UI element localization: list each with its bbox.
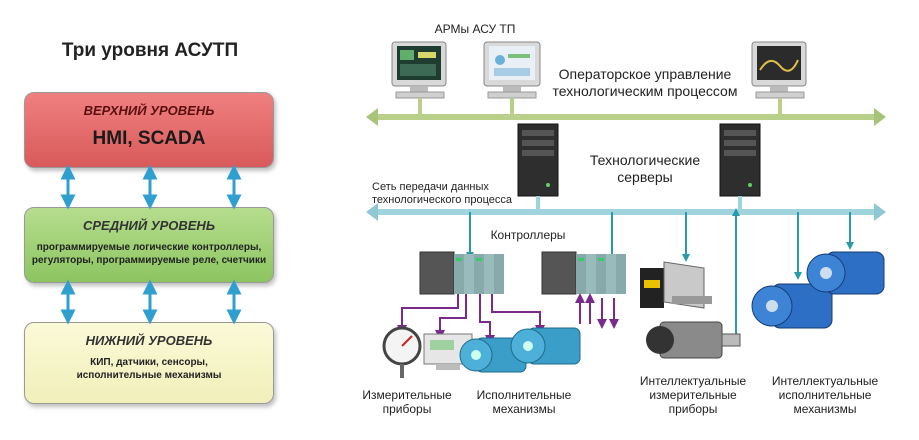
- servers-label: Технологические серверы: [570, 152, 720, 186]
- smart-motor-icon-2: [806, 251, 885, 295]
- operator-label: Операторское управление технологическим …: [545, 66, 745, 100]
- exec-label: Исполнительные механизмы: [474, 388, 574, 416]
- monitor-icon-3: [751, 41, 807, 99]
- network-label-line1: Сеть передачи данных: [372, 181, 489, 193]
- middle-level-name: СРЕДНИЙ УРОВЕНЬ: [82, 218, 216, 233]
- exec-label-line1: Исполнительные: [476, 388, 572, 402]
- operator-bus: [366, 108, 886, 126]
- operator-label-line2: технологическим процессом: [552, 83, 738, 99]
- meas-label: Измерительные приборы: [362, 388, 452, 416]
- smart-exec-label-line2: исполнительные: [778, 388, 872, 402]
- smart-press-icon: [640, 261, 712, 309]
- gauge-icon: [382, 326, 422, 378]
- smart-meas-label-line2: измерительные: [649, 388, 737, 402]
- controller-icon-1: [419, 251, 504, 295]
- network-label: Сеть передачи данных технологического пр…: [372, 181, 542, 207]
- motor-icon-2: [510, 327, 581, 365]
- meas-label-line1: Измерительные: [362, 388, 452, 402]
- smart-exec-label-line1: Интеллектуальные: [771, 374, 879, 388]
- network-label-line2: технологического процесса: [372, 194, 513, 206]
- upper-level-main: HMI, SCADA: [92, 128, 206, 149]
- smart-gauge-icon: [646, 321, 741, 359]
- smart-meas-label-line3: приборы: [668, 402, 718, 416]
- lower-level-name: НИЖНИЙ УРОВЕНЬ: [85, 333, 213, 348]
- network-bus: [366, 203, 886, 221]
- operator-label-line1: Операторское управление: [558, 66, 732, 82]
- diagram-title: Три уровня АСУТП: [61, 40, 239, 61]
- meas-label-line2: приборы: [382, 402, 432, 416]
- servers-label-line1: Технологические: [589, 152, 701, 168]
- lower-level-desc: КИП, датчики, сенсоры, исполнительные ме…: [25, 356, 273, 382]
- exec-label-line2: механизмы: [492, 402, 556, 416]
- server-icon-1: [517, 123, 559, 197]
- smart-motor-icon-1: [751, 283, 833, 329]
- monitor-icon-1: [391, 41, 447, 99]
- level-arrows: [60, 164, 242, 325]
- middle-level-desc-line2: регуляторы, программируемые реле, счетчи…: [31, 255, 267, 266]
- lower-level-box: НИЖНИЙ УРОВЕНЬ КИП, датчики, сенсоры, ис…: [24, 322, 274, 404]
- lower-level-desc-line1: КИП, датчики, сенсоры,: [90, 357, 208, 368]
- controllers-label: Контроллеры: [490, 228, 566, 242]
- middle-level-desc: программируемые логические контроллеры, …: [25, 241, 273, 267]
- smart-meas-label: Интеллектуальные измерительные приборы: [638, 374, 748, 416]
- middle-level-desc-line1: программируемые логические контроллеры,: [36, 242, 262, 253]
- servers-label-line2: серверы: [617, 169, 673, 185]
- arm-label: АРМы АСУ ТП: [434, 22, 516, 36]
- controller-icon-2: [541, 251, 626, 295]
- smart-meas-label-line1: Интеллектуальные: [639, 374, 747, 388]
- smart-exec-label-line3: механизмы: [793, 402, 857, 416]
- monitor-icon-2: [483, 41, 541, 99]
- lower-level-desc-line2: исполнительные механизмы: [76, 370, 222, 381]
- smart-exec-label: Интеллектуальные исполнительные механизм…: [770, 374, 880, 416]
- upper-level-name: ВЕРХНИЙ УРОВЕНЬ: [83, 103, 215, 118]
- server-icon-2: [719, 123, 761, 197]
